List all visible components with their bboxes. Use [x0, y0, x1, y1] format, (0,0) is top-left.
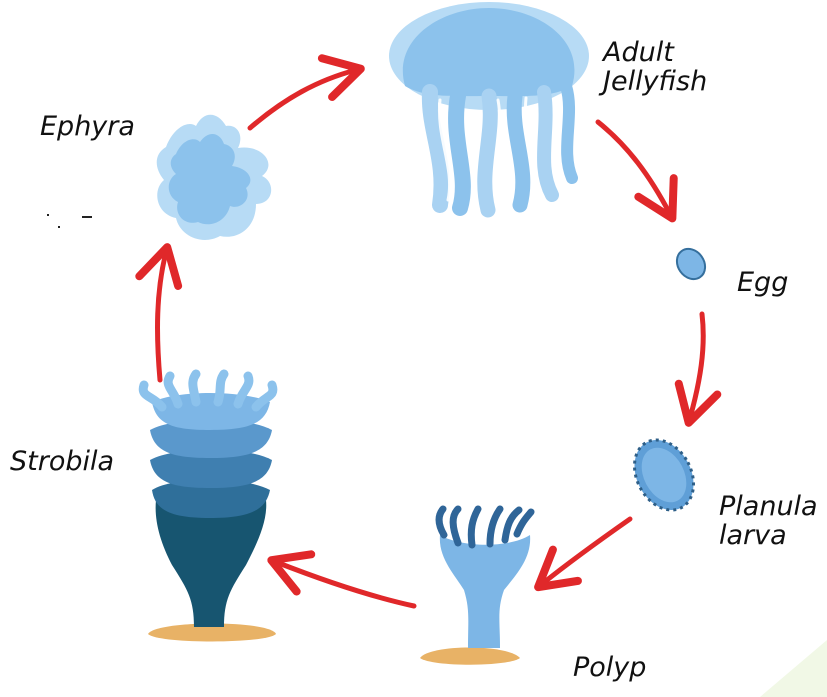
dash-marks [47, 214, 92, 228]
corner-accent [760, 640, 827, 697]
adult-label-line1: Adult [603, 38, 707, 67]
planula-larva-icon [623, 430, 705, 521]
polyp-label: Polyp [573, 653, 646, 682]
ephyra-label: Ephyra [40, 112, 135, 141]
planula-larva-label: Planula larva [719, 492, 818, 550]
strobila-label: Strobila [10, 447, 114, 476]
ephyra-icon [157, 115, 271, 240]
adult-jellyfish-label: Adult Jellyfish [603, 38, 707, 96]
planula-label-line2: larva [719, 521, 818, 550]
adult-jellyfish-icon [389, 2, 589, 210]
arrow-strobila-to-ephyra [158, 252, 166, 380]
arrow-egg-to-planula [690, 314, 703, 418]
planula-label-line1: Planula [719, 492, 818, 521]
arrow-adult-to-egg [598, 122, 670, 214]
arrow-polyp-to-strobila [276, 562, 414, 606]
strobila-icon [143, 374, 276, 642]
egg-label: Egg [737, 268, 788, 297]
adult-label-line2: Jellyfish [603, 67, 707, 96]
egg-icon [671, 243, 711, 284]
polyp-icon [420, 509, 531, 665]
arrow-planula-to-polyp [542, 519, 630, 584]
arrow-ephyra-to-adult [250, 70, 356, 128]
